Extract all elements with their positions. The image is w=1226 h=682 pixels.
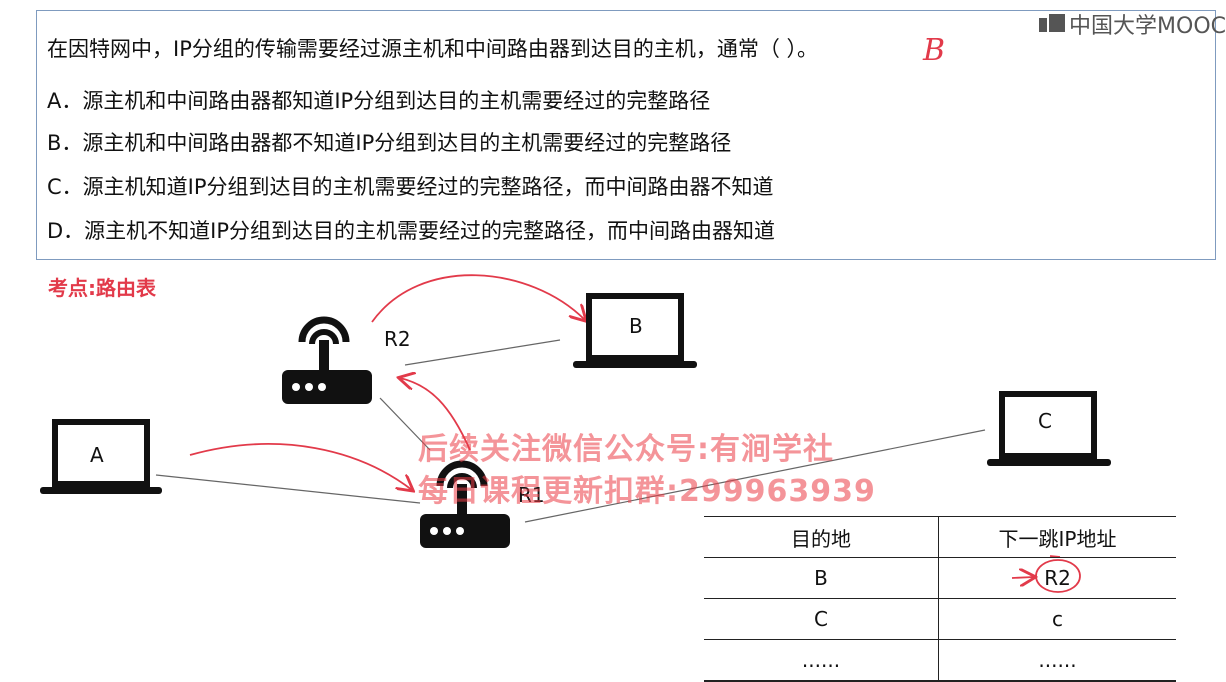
host-a-label: A	[90, 443, 104, 467]
question-box: 在因特网中，IP分组的传输需要经过源主机和中间路由器到达目的主机，通常（ ）。 …	[36, 10, 1216, 260]
network-links	[155, 339, 986, 523]
row-destination: B	[704, 557, 939, 599]
row-next-hop: R2	[938, 557, 1176, 599]
watermark-line-2: 每日课程更新扣群:299963939	[418, 474, 876, 509]
link-r1-r2	[379, 397, 431, 451]
mooc-logo-icon	[1039, 14, 1066, 34]
arrow-r1-to-r2	[400, 378, 471, 451]
laptop-a-icon	[40, 419, 162, 494]
header-next-hop: 下一跳IP地址	[938, 516, 1176, 558]
header-destination: 目的地	[704, 516, 939, 558]
router-r2-icon	[282, 316, 372, 404]
mooc-logo: 中国大学MOOC	[1039, 8, 1226, 40]
row-destination: C	[704, 598, 939, 640]
router-r1-icon	[420, 460, 510, 548]
packet-path-annotations	[189, 274, 585, 490]
option-a: A．源主机和中间路由器都知道IP分组到达目的主机需要经过的完整路径	[47, 89, 711, 113]
option-c: C．源主机知道IP分组到达目的主机需要经过的完整路径，而中间路由器不知道	[47, 175, 774, 199]
table-row: B R2	[704, 557, 1176, 599]
host-b-label: B	[629, 314, 643, 338]
question-stem: 在因特网中，IP分组的传输需要经过源主机和中间路由器到达目的主机，通常（ ）。	[47, 37, 819, 61]
link-a-r1	[155, 474, 421, 504]
logo-text: 中国大学MOOC	[1069, 14, 1226, 39]
routing-table: 目的地 下一跳IP地址 B R2 C c ...... ......	[704, 516, 1176, 682]
option-d: D．源主机不知道IP分组到达目的主机需要经过的完整路径，而中间路由器知道	[47, 219, 776, 243]
router-r1-label: R1	[518, 483, 545, 507]
row-next-hop: ......	[938, 639, 1176, 682]
routing-table-header-row: 目的地 下一跳IP地址	[704, 516, 1176, 558]
row-destination: ......	[704, 639, 939, 682]
handwritten-answer: B	[923, 33, 946, 68]
laptop-c-icon	[987, 391, 1111, 466]
table-row: ...... ......	[704, 639, 1176, 682]
table-row: C c	[704, 598, 1176, 640]
arrow-a-to-r1	[189, 443, 412, 490]
router-r2-label: R2	[384, 327, 411, 351]
row-next-hop: c	[938, 598, 1176, 640]
host-c-label: C	[1038, 409, 1052, 433]
watermark-line-1: 后续关注微信公众号:有涧学社	[418, 432, 834, 467]
laptop-b-icon	[573, 293, 697, 368]
link-r2-b	[404, 339, 561, 366]
option-b: B．源主机和中间路由器都不知道IP分组到达目的主机需要经过的完整路径	[47, 131, 732, 155]
arrow-r2-to-b	[371, 274, 585, 322]
link-r1-c	[524, 429, 986, 523]
keypoint-label: 考点:路由表	[48, 276, 156, 300]
